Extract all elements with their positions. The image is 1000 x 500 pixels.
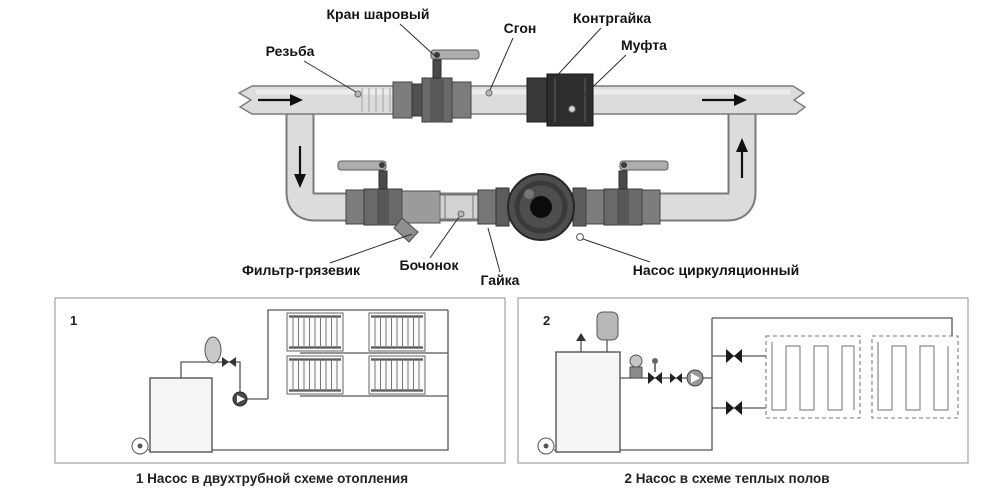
dirt-filter xyxy=(393,190,441,243)
floor-coil-1 xyxy=(771,342,855,411)
scheme-2-box: 2 xyxy=(517,297,969,464)
pump-rotor xyxy=(530,196,552,218)
scheme-1-piping xyxy=(148,309,449,451)
ball-valve-bypass-left xyxy=(337,160,403,226)
boiler xyxy=(149,377,213,453)
floor-loop-field-1 xyxy=(765,335,861,419)
boiler xyxy=(555,351,621,453)
manifold-valve-top xyxy=(726,349,742,363)
valve-lever xyxy=(619,160,669,171)
callout-union-nipple: Сгон xyxy=(485,20,537,97)
thread-ridges xyxy=(361,88,391,112)
label-coupling: Муфта xyxy=(621,37,667,53)
ball-valve-top xyxy=(392,49,480,123)
radiator-4 xyxy=(367,354,427,396)
leader-dot xyxy=(457,210,465,218)
callout-thread: Резьба xyxy=(266,43,362,98)
radiator-1 xyxy=(285,311,345,353)
union-nut-left xyxy=(345,189,365,225)
three-way-valve xyxy=(648,358,662,384)
callout-coupling: Муфта xyxy=(568,37,667,113)
main-pipe xyxy=(237,85,807,115)
scheme-1-caption: 1 Насос в двухтрубной схеме отопления xyxy=(136,471,408,486)
leader-dot xyxy=(354,90,362,98)
valve-lever xyxy=(430,49,480,60)
safety-valve xyxy=(576,333,586,341)
valve-lever xyxy=(337,160,387,171)
union-nut-right xyxy=(585,189,605,225)
valve-stem xyxy=(432,59,442,79)
locknut xyxy=(526,77,548,123)
radiator-3 xyxy=(285,354,345,396)
radiator-2 xyxy=(367,311,427,353)
floor-coil-2 xyxy=(877,342,949,411)
scheme-1-number: 1 xyxy=(70,313,77,328)
filter-sump xyxy=(393,217,419,243)
flow-arrow-down xyxy=(294,146,306,188)
callout-dirt-filter: Фильтр-грязевик xyxy=(242,233,413,278)
pump-symbol xyxy=(686,369,704,387)
callout-locknut: Контргайка xyxy=(552,10,651,81)
flow-arrow-left xyxy=(258,94,303,106)
valve-stem xyxy=(378,170,388,190)
coupling xyxy=(546,73,594,127)
valve-symbol xyxy=(670,373,682,383)
leader-dot xyxy=(485,89,493,97)
scheme-1-box: 1 xyxy=(54,297,506,464)
leader-dot xyxy=(576,233,584,241)
callout-nut: Гайка xyxy=(481,227,520,288)
label-dirt-filter: Фильтр-грязевик xyxy=(242,262,361,278)
nut xyxy=(477,189,497,225)
pump-with-motor xyxy=(629,354,643,379)
valve-stem xyxy=(618,170,628,190)
pump-symbol xyxy=(232,391,248,407)
expansion-tank xyxy=(596,311,619,341)
leader-dot xyxy=(568,105,576,113)
label-barrel-nipple: Бочонок xyxy=(400,257,460,273)
flow-arrow-up xyxy=(736,138,748,178)
manifold-valve-bottom xyxy=(726,401,742,415)
expansion-tank xyxy=(204,336,222,364)
label-union-nipple: Сгон xyxy=(504,20,537,36)
circulation-pump xyxy=(495,173,587,241)
callout-circulation-pump: Насос циркуляционный xyxy=(576,233,799,278)
scheme-2-caption: 2 Насос в схеме теплых полов xyxy=(624,471,829,486)
callout-barrel-nipple: Бочонок xyxy=(400,210,465,273)
callout-ball-valve: Кран шаровый xyxy=(327,6,436,57)
ball-valve-bypass-right xyxy=(603,160,669,226)
label-circulation-pump: Насос циркуляционный xyxy=(633,262,799,278)
label-nut: Гайка xyxy=(481,272,520,288)
valve-symbol xyxy=(222,357,236,367)
scheme-2-number: 2 xyxy=(543,313,550,328)
label-thread: Резьба xyxy=(266,43,315,59)
floor-loop-field-2 xyxy=(871,335,959,419)
label-locknut: Контргайка xyxy=(573,10,651,26)
flow-arrow-right xyxy=(702,94,747,106)
label-ball-valve: Кран шаровый xyxy=(327,6,430,22)
